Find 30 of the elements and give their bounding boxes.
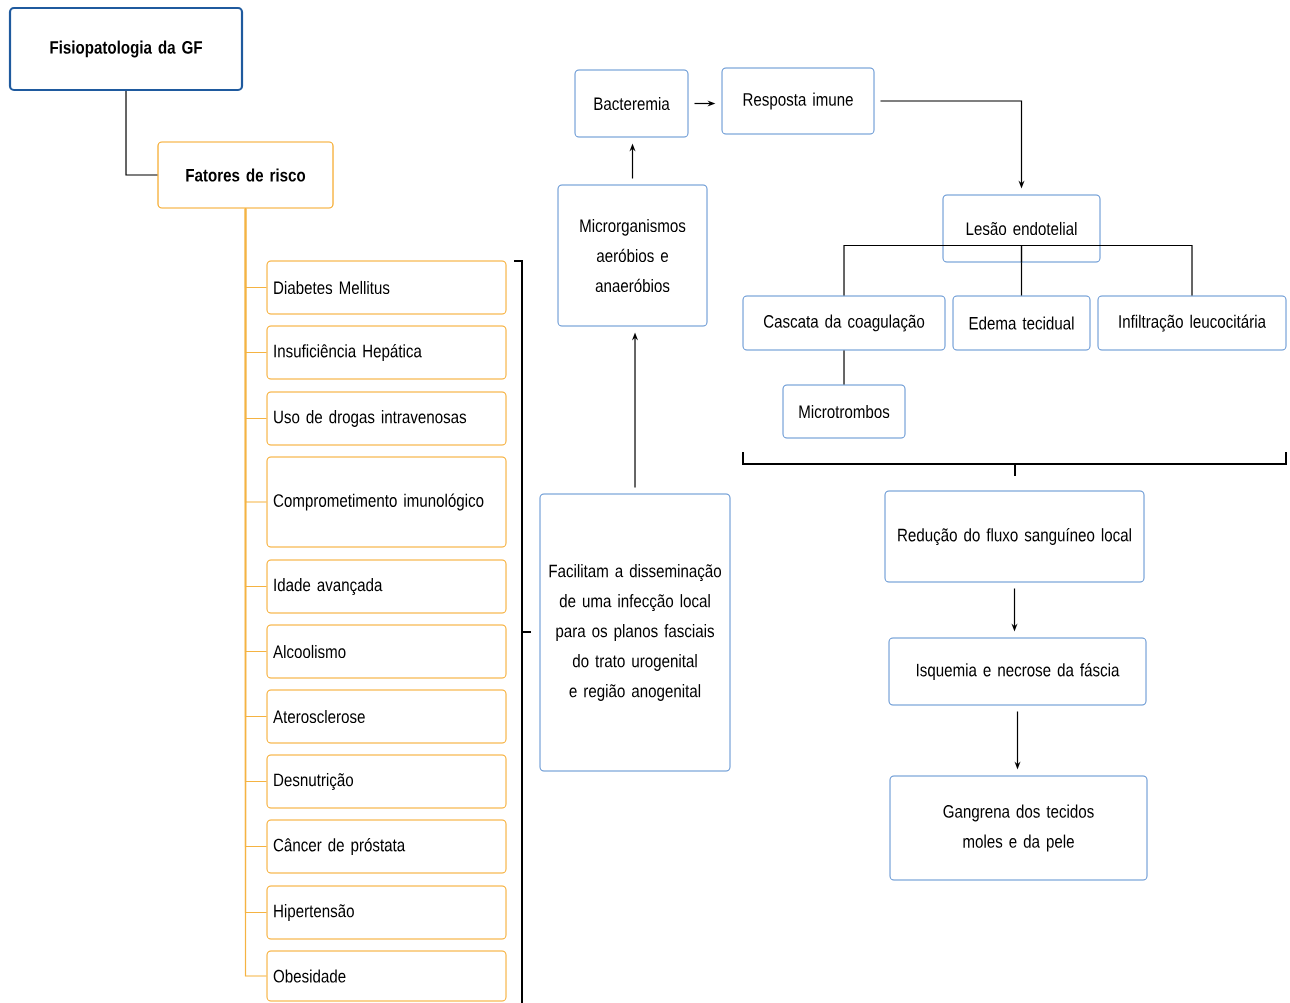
connector-line [843, 349, 845, 386]
risk-factor-box: Uso de drogas intravenosas [266, 391, 507, 446]
risk-factor-box: Aterosclerose [266, 689, 507, 744]
connector-line [125, 90, 158, 176]
process-box: Microtrombos [782, 384, 906, 439]
risk-factor-box: Desnutrição [266, 754, 507, 809]
title-box: Fisiopatologia da GF [8, 6, 244, 92]
process-box: Isquemia e necrose da fáscia [888, 637, 1147, 706]
process-box: Edema tecidual [952, 295, 1091, 351]
process-box: Infiltração leucocitária [1097, 295, 1287, 351]
process-box: Cascata da coagulação [742, 295, 946, 351]
risk-factor-box: Diabetes Mellitus [266, 260, 507, 315]
process-box: Gangrena dos tecidos moles e da pele [889, 775, 1148, 881]
risk-factor-box: Idade avançada [266, 559, 507, 614]
process-box: Redução do fluxo sanguíneo local [884, 490, 1145, 583]
category-box: Fatores de risco [157, 141, 334, 209]
risk-factor-box: Obesidade [266, 950, 507, 1002]
connector-line [1020, 244, 1193, 297]
process-box: Microrganismos aeróbios e anaeróbios [557, 184, 708, 327]
process-box: Lesão endotelial [942, 194, 1101, 263]
process-box: Facilitam a disseminação de uma infecção local para os planos fasciais do trato urogenital e região anogenital [539, 493, 731, 772]
risk-factor-box: Hipertensão [266, 885, 507, 940]
risk-factor-box: Insuficiência Hepática [266, 325, 507, 380]
risk-factor-box: Câncer de próstata [266, 819, 507, 874]
connector-line [843, 244, 1023, 297]
risk-factor-box: Alcoolismo [266, 624, 507, 679]
process-box: Bacteremia [574, 69, 689, 138]
connector-line [1020, 261, 1023, 297]
risk-factor-box: Comprometimento imunológico [266, 456, 507, 548]
process-box: Resposta imune [721, 67, 875, 135]
